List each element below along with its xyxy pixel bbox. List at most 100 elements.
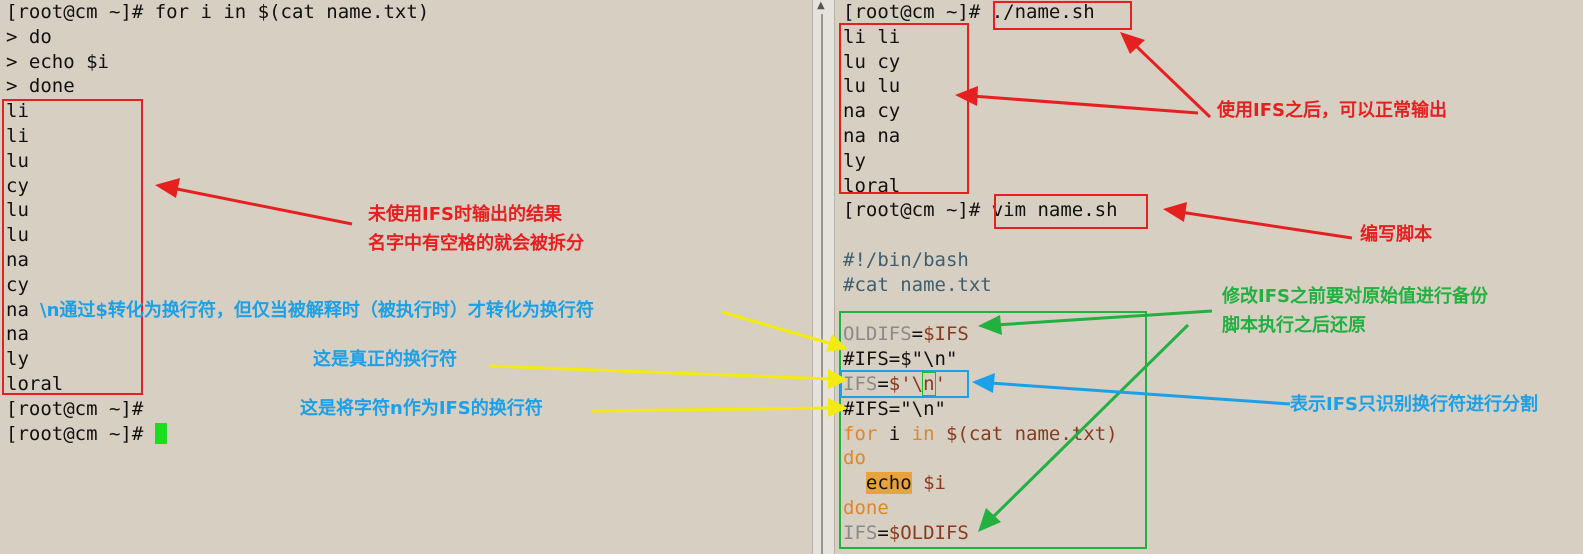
red-arrows	[155, 32, 1353, 240]
ifs-var: IFS	[843, 373, 878, 395]
arrowhead-escape	[826, 334, 848, 352]
output-line: cy	[6, 273, 29, 296]
output-line: lu	[6, 199, 29, 222]
green-arrows	[978, 309, 1213, 532]
script-done: done	[843, 497, 889, 519]
script-echo-line: echo $i	[843, 471, 946, 496]
restore-eq: =	[877, 521, 889, 544]
output-line: na	[6, 323, 29, 346]
prompt-line-vim: [root@cm ~]# vim name.sh	[843, 198, 1118, 223]
arrow-backup	[994, 309, 1213, 327]
no-ifs-output-box	[2, 99, 143, 395]
arrow-n-as-ifs	[591, 406, 831, 413]
echo-keyword: echo	[865, 472, 912, 495]
echo-arg: $i	[911, 472, 946, 495]
for-var: i	[877, 422, 912, 445]
note-with-ifs: 使用IFS之后，可以正常输出	[1217, 100, 1447, 121]
script-body-box	[839, 311, 1147, 549]
ifs-dollar: $'\	[888, 373, 924, 395]
script-oldifs-line: OLDIFS=$IFS	[843, 322, 969, 347]
note-no-ifs: 未使用IFS时输出的结果名字中有空格的就会被拆分	[368, 204, 584, 254]
note-backup: 修改IFS之前要对原始值进行备份脚本执行之后还原	[1222, 286, 1488, 336]
arrow-escape	[721, 310, 833, 346]
arrow-restore	[990, 323, 1190, 520]
in-keyword: in	[911, 422, 935, 445]
oldifs-val: $IFS	[923, 323, 969, 346]
arrowhead-vim	[1163, 202, 1187, 222]
output-line: cy	[6, 174, 29, 197]
note-escape: \n通过$转化为换行符，但仅当被解释时（被执行时）才转化为换行符	[40, 300, 594, 321]
ifs-eq: =	[877, 373, 889, 395]
arrow-real-newline	[489, 364, 831, 381]
note-write-script: 编写脚本	[1360, 224, 1432, 245]
arrowhead-restore	[978, 508, 1001, 532]
output-line: lu lu	[843, 75, 901, 98]
command-line: > echo $i	[6, 50, 109, 73]
arrowhead-no-ifs	[155, 178, 180, 198]
arrowhead-n-as-ifs	[828, 398, 848, 417]
output-line: lu	[6, 149, 29, 172]
arrow-ifs-line	[989, 381, 1291, 406]
scrollbar-track[interactable]	[821, 14, 823, 554]
arrow-output	[971, 94, 1199, 115]
oldifs-var: OLDIFS	[843, 323, 912, 346]
vim-command-box	[994, 194, 1148, 229]
arrow-no-ifs	[171, 186, 353, 226]
prompt-line: [root@cm ~]#	[6, 397, 144, 420]
prompt-line: [root@cm ~]#	[6, 422, 167, 447]
script-shebang: #!/bin/bash	[843, 249, 969, 271]
oldifs-eq: =	[911, 323, 924, 346]
prompt-line-run: [root@cm ~]# ./name.sh	[843, 0, 1095, 25]
command-line: > done	[6, 75, 75, 98]
left-terminal[interactable]: [root@cm ~]# for i in $(cat name.txt)> d…	[0, 0, 812, 554]
ifs-n: n	[922, 372, 936, 396]
output-line: ly	[6, 348, 29, 371]
arrowhead-output	[955, 86, 978, 106]
output-line: na cy	[843, 100, 901, 123]
arrowhead-real-newline	[828, 369, 848, 389]
command-line: [root@cm ~]# for i in $(cat name.txt)	[6, 1, 430, 23]
ifs-quote: '	[934, 373, 947, 395]
restore-var: IFS	[843, 521, 878, 544]
note-real-newline: 这是真正的换行符	[313, 349, 457, 370]
output-line: loral	[6, 373, 64, 395]
prompt: [root@cm ~]#	[843, 199, 981, 222]
script-ifs-comment-1: #IFS=$"\n"	[843, 348, 958, 371]
output-line: na	[6, 249, 29, 271]
arrow-run	[1133, 43, 1212, 119]
script-restore-line: IFS=$OLDIFS	[843, 521, 969, 546]
output-line: lu cy	[843, 50, 901, 73]
ifs-output-box	[839, 23, 969, 194]
script-for-line: for i in $(cat name.txt)	[843, 422, 1118, 447]
restore-val: $OLDIFS	[888, 521, 969, 544]
output-line: li li	[843, 25, 901, 48]
for-keyword: for	[843, 422, 878, 445]
run-command-box	[993, 1, 1132, 30]
yellow-arrows	[489, 310, 848, 417]
output-line: lu	[6, 224, 29, 247]
output-line: ly	[843, 149, 866, 172]
command-vim: vim name.sh	[980, 199, 1118, 222]
output-line: loral	[843, 174, 901, 197]
ifs-line-box	[840, 370, 969, 398]
arrowhead-backup	[978, 315, 1002, 335]
arrowhead-run	[1120, 32, 1145, 54]
script-do: do	[843, 447, 866, 470]
arrowhead-ifs-line	[972, 373, 995, 393]
output-line: na	[6, 298, 29, 321]
command-line: > do	[6, 25, 52, 48]
output-line: li	[6, 125, 29, 147]
script-cat-comment: #cat name.txt	[843, 273, 992, 296]
prompt: [root@cm ~]#	[843, 1, 981, 23]
command-run: ./name.sh	[980, 1, 1095, 23]
output-line: li	[6, 100, 29, 123]
script-ifs-line: IFS=$'\n'	[843, 372, 946, 397]
scroll-up-icon[interactable]: ▲	[817, 0, 825, 11]
note-n-as-ifs: 这是将字符n作为IFS的换行符	[300, 398, 543, 419]
output-line: na na	[843, 125, 901, 147]
arrow-vim	[1179, 210, 1353, 240]
for-rest: $(cat name.txt)	[934, 422, 1118, 445]
script-ifs-comment-2: #IFS="\n"	[843, 397, 946, 420]
blue-arrows	[972, 373, 1291, 406]
